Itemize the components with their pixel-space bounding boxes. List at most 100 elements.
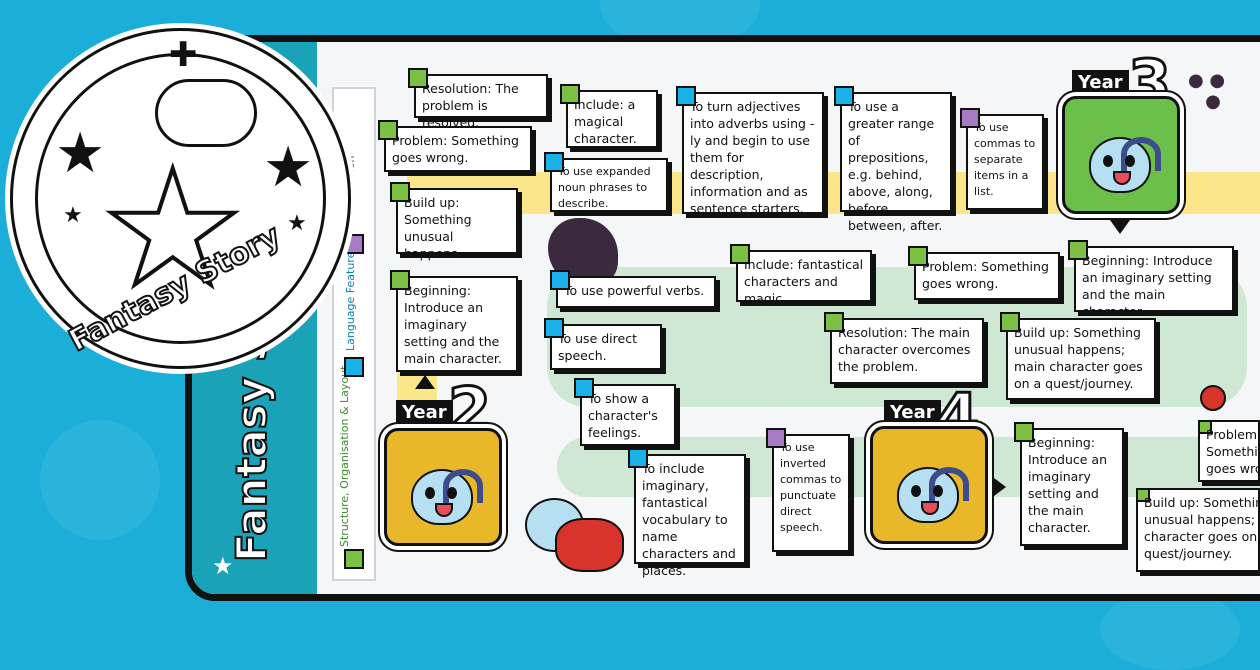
card-text: To use commas to separate items in a lis… [974,121,1036,198]
blue-key-swatch [344,357,364,377]
card-text: Problem: Something goes wrong. [1206,427,1260,476]
eye-icon [425,487,435,499]
character-face-icon [411,469,483,525]
card-adverbs: To turn adjectives into adverbs using -l… [676,86,824,216]
eye-icon [1125,155,1135,167]
cross-icon: ✚ [169,35,198,75]
background-shape [40,420,160,540]
eye-icon [447,487,457,499]
cloud-icon [155,79,257,147]
card-noun-phrases: To use expanded noun phrases to describe… [544,152,668,212]
card-text: Problem: Something goes wrong. [392,133,519,165]
large-star-icon: ★ [99,135,246,322]
star-icon: ★ [63,203,83,228]
key-label-structure: Structure, Organisation & Layout [338,365,351,547]
star-icon: ★ [212,552,234,580]
card-problem-y2: Problem: Something goes wrong. [378,120,532,172]
card-beginning-y4: Beginning: Introduce an imaginary settin… [1014,422,1124,546]
ear-icon [1121,137,1161,171]
green-marker-icon [824,312,844,332]
card-text: Beginning: Introduce an imaginary settin… [1082,253,1213,319]
card-text: To use expanded noun phrases to describe… [558,165,651,210]
arrow-up-icon [415,375,435,389]
character-tile [1062,96,1180,214]
year-2-badge: Year 2 [380,375,510,570]
purple-marker-icon [766,428,786,448]
green-marker-icon [390,182,410,202]
card-inverted-commas: To use inverted commas to punctuate dire… [766,428,850,552]
eye-icon [1103,155,1113,167]
card-powerful-verbs: To use powerful verbs. [550,270,716,308]
ear-icon [929,467,969,501]
character-face-icon [1089,137,1161,193]
small-character-icon [1200,385,1226,411]
card-text: Include: fantastical characters and magi… [744,257,864,306]
card-beginning-y3: Beginning: Introduce an imaginary settin… [1068,240,1234,319]
green-marker-icon [1000,312,1020,332]
ear-icon [443,469,483,503]
card-resolution-y3: Resolution: The main character overcomes… [824,312,984,384]
card-text: To use inverted commas to punctuate dire… [780,441,842,534]
card-text: Beginning: Introduce an imaginary settin… [1028,435,1107,535]
card-text: To use powerful verbs. [564,283,705,298]
year-3-badge: Year 3 [1058,50,1188,240]
card-resolution-y2: Resolution: The problem is resolved. [408,68,548,130]
card-fantastical-vocabulary: To include imaginary, fantastical vocabu… [628,448,746,578]
mouth-icon [435,503,453,517]
card-buildup-y2: Build up: Something unusual happens. [390,182,518,261]
paw-prints-icon: ● ● ● [1188,70,1226,112]
card-include-magical: Include: a magical character. [560,84,658,148]
background-shape [1100,590,1240,670]
card-text: Build up: Something unusual happens; mai… [1144,495,1258,561]
card-text: To turn adjectives into adverbs using -l… [690,99,815,216]
card-text: Build up: Something unusual happens; mai… [1014,325,1143,391]
card-problem-y3: Problem: Something goes wrong. [908,246,1060,300]
key-label-language: Language Features [344,245,357,351]
arrow-right-icon [994,478,1006,496]
card-direct-speech: To use direct speech. [544,318,662,370]
blue-marker-icon [574,378,594,398]
card-feelings: To show a character's feelings. [574,378,676,446]
card-text: Problem: Something goes wrong. [922,259,1049,291]
card-text: Beginning: Introduce an imaginary settin… [404,283,502,366]
year-label: Year [1072,70,1129,95]
mouth-icon [921,501,939,515]
green-marker-icon [408,68,428,88]
character-illustration [515,488,624,572]
year-label: Year [396,400,453,425]
card-text: To use a greater range of prepositions, … [848,99,943,233]
card-buildup-y4: Build up: Something unusual happens; mai… [1136,488,1260,572]
star-icon: ★ [263,135,314,200]
card-text: To include imaginary, fantastical vocabu… [642,461,736,578]
card-text: Resolution: The main character overcomes… [838,325,971,374]
green-marker-icon [378,120,398,140]
green-marker-icon [390,270,410,290]
green-key-swatch [344,549,364,569]
blue-marker-icon [628,448,648,468]
blue-marker-icon [544,152,564,172]
blue-marker-icon [550,270,570,290]
year-4-badge: Year 4 [866,384,1006,552]
purple-marker-icon [960,108,980,128]
card-text: Include: a magical character. [574,97,637,146]
eye-icon [911,485,921,497]
card-include-fantastical: Include: fantastical characters and magi… [730,244,872,306]
green-marker-icon [908,246,928,266]
card-beginning-y2: Beginning: Introduce an imaginary settin… [390,270,518,372]
arrow-down-icon [1110,220,1130,234]
card-buildup-y3: Build up: Something unusual happens; mai… [1000,312,1156,400]
card-prepositions: To use a greater range of prepositions, … [834,86,952,233]
character-tile [870,426,988,544]
blue-marker-icon [676,86,696,106]
card-text: To show a character's feelings. [588,391,658,440]
card-problem-y4: Problem: Something goes wrong. [1198,420,1260,482]
green-marker-icon [1014,422,1034,442]
purple-key-swatch [344,234,364,254]
card-text: To use direct speech. [558,331,637,363]
blue-marker-icon [834,86,854,106]
green-marker-icon [1138,490,1150,502]
card-text: Build up: Something unusual happens. [404,195,472,261]
star-icon: ★ [287,211,307,236]
green-marker-icon [1068,240,1088,260]
year-label: Year [884,400,941,425]
